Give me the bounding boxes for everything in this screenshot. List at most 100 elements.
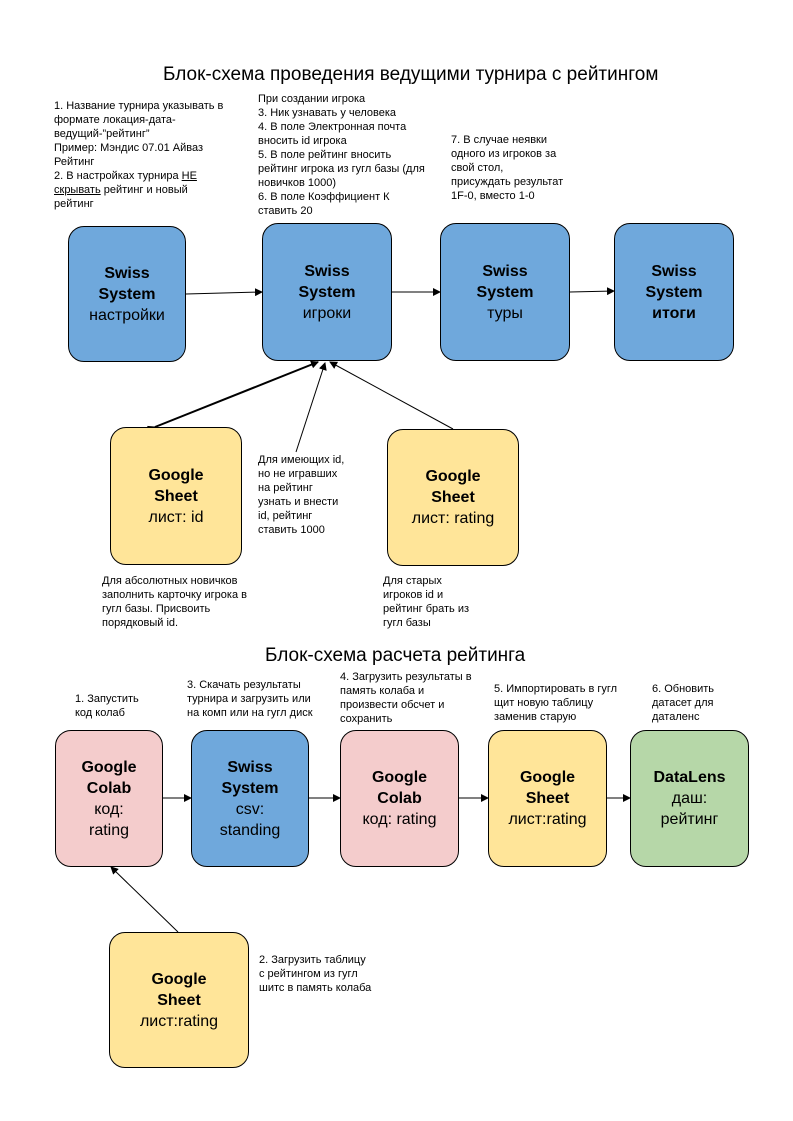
note-line: сохранить xyxy=(340,713,393,725)
note-line: ведущий-”рейтинг” xyxy=(54,128,150,140)
tournament-flowchart-title: Блок-схема проведения ведущими турнира с… xyxy=(163,64,659,85)
note-line: id, рейтинг xyxy=(258,510,313,522)
arrow-ratingsheet-to-players xyxy=(329,361,454,430)
note-line: При создании игрока xyxy=(258,93,366,105)
note-line: 2. В настройках турнира НЕ xyxy=(54,169,223,183)
note-line: турнира и загрузить или xyxy=(187,693,311,705)
note-line: с рейтингом из гугл xyxy=(259,968,358,980)
note-line: заменив старую xyxy=(494,711,577,723)
note-step-load-table: 2. Загрузить таблицу с рейтингом из гугл… xyxy=(259,953,371,995)
note-line: 2. Загрузить таблицу xyxy=(259,954,366,966)
node-title: Swiss xyxy=(482,262,528,280)
note-line: Пример: Мэндис 07.01 Айваз xyxy=(54,142,203,154)
note-line: рейтинг игрока из гугл базы (для xyxy=(258,163,425,175)
node-title: Colab xyxy=(86,779,132,797)
note-line: вносить id игрока xyxy=(258,135,347,147)
node-title: Google xyxy=(519,769,576,786)
note-line: Рейтинг xyxy=(54,156,95,168)
note-line: 6. Обновить xyxy=(652,683,715,695)
note-line: код колаб xyxy=(75,707,125,719)
node-swiss-system-players: Swiss System игроки xyxy=(262,223,392,361)
note-line: 1. Название турнира указывать в xyxy=(54,100,224,112)
note-line: шитс в память колаба xyxy=(259,982,372,994)
note-line: формате локация-дата- xyxy=(54,114,176,126)
node-google-colab-code: Google Colab код: rating xyxy=(55,730,163,867)
node-datalens-dashboard: DataLens даш: рейтинг xyxy=(630,730,749,867)
note-line: даталенс xyxy=(652,711,700,723)
note-line: 7. В случае неявки xyxy=(451,134,548,146)
note-line: скрывать рейтинг и новый xyxy=(54,183,223,197)
node-subtitle: rating xyxy=(88,821,130,839)
note-line: 5. Импортировать в гугл xyxy=(494,683,618,695)
node-title: Sheet xyxy=(525,790,570,807)
note-line: Для старых xyxy=(383,575,442,587)
node-title: Swiss xyxy=(227,758,273,776)
note-existing-id: Для имеющих id, но не игравших на рейтин… xyxy=(258,453,344,537)
arrow-tours-to-results xyxy=(569,287,615,296)
note-line: одного из игроков за xyxy=(451,148,557,160)
note-line: 3. Скачать результаты xyxy=(187,679,301,691)
note-line: порядковый id. xyxy=(102,617,179,629)
node-title: Sheet xyxy=(154,487,198,505)
note-step-run-colab: 1. Запустить код колаб xyxy=(75,692,139,720)
node-title: Google xyxy=(425,468,481,485)
node-subtitle: игроки xyxy=(302,304,352,322)
note-line: заполнить карточку игрока в xyxy=(102,589,247,601)
note-line: новичков 1000) xyxy=(258,177,336,189)
node-title: Swiss xyxy=(104,264,150,282)
note-line: гугл базы. Присвоить xyxy=(102,603,211,615)
note-line: 1. Запустить xyxy=(75,693,139,705)
rating-flowchart-title: Блок-схема расчета рейтинга xyxy=(265,645,526,666)
note-line: 6. В поле Коэффициент К xyxy=(258,191,390,203)
node-title: System xyxy=(98,285,156,303)
note-line: датасет для xyxy=(652,697,714,709)
note-line: 4. В поле Электронная почта xyxy=(258,121,407,133)
node-subtitle: лист: id xyxy=(148,508,204,526)
node-title: Google xyxy=(81,758,137,776)
node-google-sheet-id: Google Sheet лист: id xyxy=(110,427,242,565)
note-old-players: Для старых игроков id и рейтинг брать из… xyxy=(383,574,469,630)
node-title: System xyxy=(221,779,279,797)
note-line: ставить 20 xyxy=(258,205,313,217)
note-step-upload-compute: 4. Загрузить результаты в память колаба … xyxy=(340,670,472,726)
note-line: 5. В поле рейтинг вносить xyxy=(258,149,392,161)
note-line: рейтинг xyxy=(54,198,94,210)
node-google-sheet-rating: Google Sheet лист: rating xyxy=(387,429,519,566)
node-swiss-system-settings: Swiss System настройки xyxy=(68,226,186,362)
note-text: рейтинг и новый xyxy=(100,184,188,196)
node-google-colab-compute: Google Colab код: rating xyxy=(340,730,459,867)
note-step-download-results: 3. Скачать результаты турнира и загрузит… xyxy=(187,678,313,720)
node-subtitle: лист:rating xyxy=(139,1012,219,1030)
note-line: на комп или на гугл диск xyxy=(187,707,313,719)
node-subtitle: даш: xyxy=(671,790,708,807)
note-text: 2. В настройках турнира xyxy=(54,170,182,182)
arrow-sheet3-to-colab xyxy=(110,866,179,933)
node-subtitle: лист: rating xyxy=(411,510,495,527)
node-title: System xyxy=(476,283,534,301)
node-title: Swiss xyxy=(651,262,697,280)
node-swiss-system-results: Swiss System итоги xyxy=(614,223,734,361)
arrow-settings-to-players xyxy=(185,288,263,297)
node-title: Google xyxy=(151,970,207,988)
note-line: свой стол, xyxy=(451,162,504,174)
node-subtitle: туры xyxy=(487,304,523,322)
node-title: Colab xyxy=(377,790,422,807)
note-step-update-dataset: 6. Обновить датасет для даталенс xyxy=(652,682,714,724)
arrow-idsheet-to-players xyxy=(147,360,319,434)
node-title: System xyxy=(645,283,703,301)
note-line: игроков id и xyxy=(383,589,444,601)
node-google-sheet-rating-import: Google Sheet лист:rating xyxy=(488,730,607,867)
node-swiss-system-tours: Swiss System туры xyxy=(440,223,570,361)
node-subtitle: код: rating xyxy=(362,811,437,828)
note-line: 4. Загрузить результаты в xyxy=(340,671,472,683)
note-line: ставить 1000 xyxy=(258,524,325,536)
node-subtitle: настройки xyxy=(89,306,165,324)
node-title: System xyxy=(298,283,356,301)
note-underlined-text: скрывать xyxy=(54,184,101,196)
arrow-note-to-players xyxy=(295,362,327,453)
note-new-players: Для абсолютных новичков заполнить карточ… xyxy=(102,574,247,630)
note-line: произвести обсчет и xyxy=(340,699,445,711)
node-swiss-system-csv: Swiss System csv: standing xyxy=(191,730,309,867)
node-title: итоги xyxy=(652,304,696,322)
node-title: Google xyxy=(371,769,428,786)
